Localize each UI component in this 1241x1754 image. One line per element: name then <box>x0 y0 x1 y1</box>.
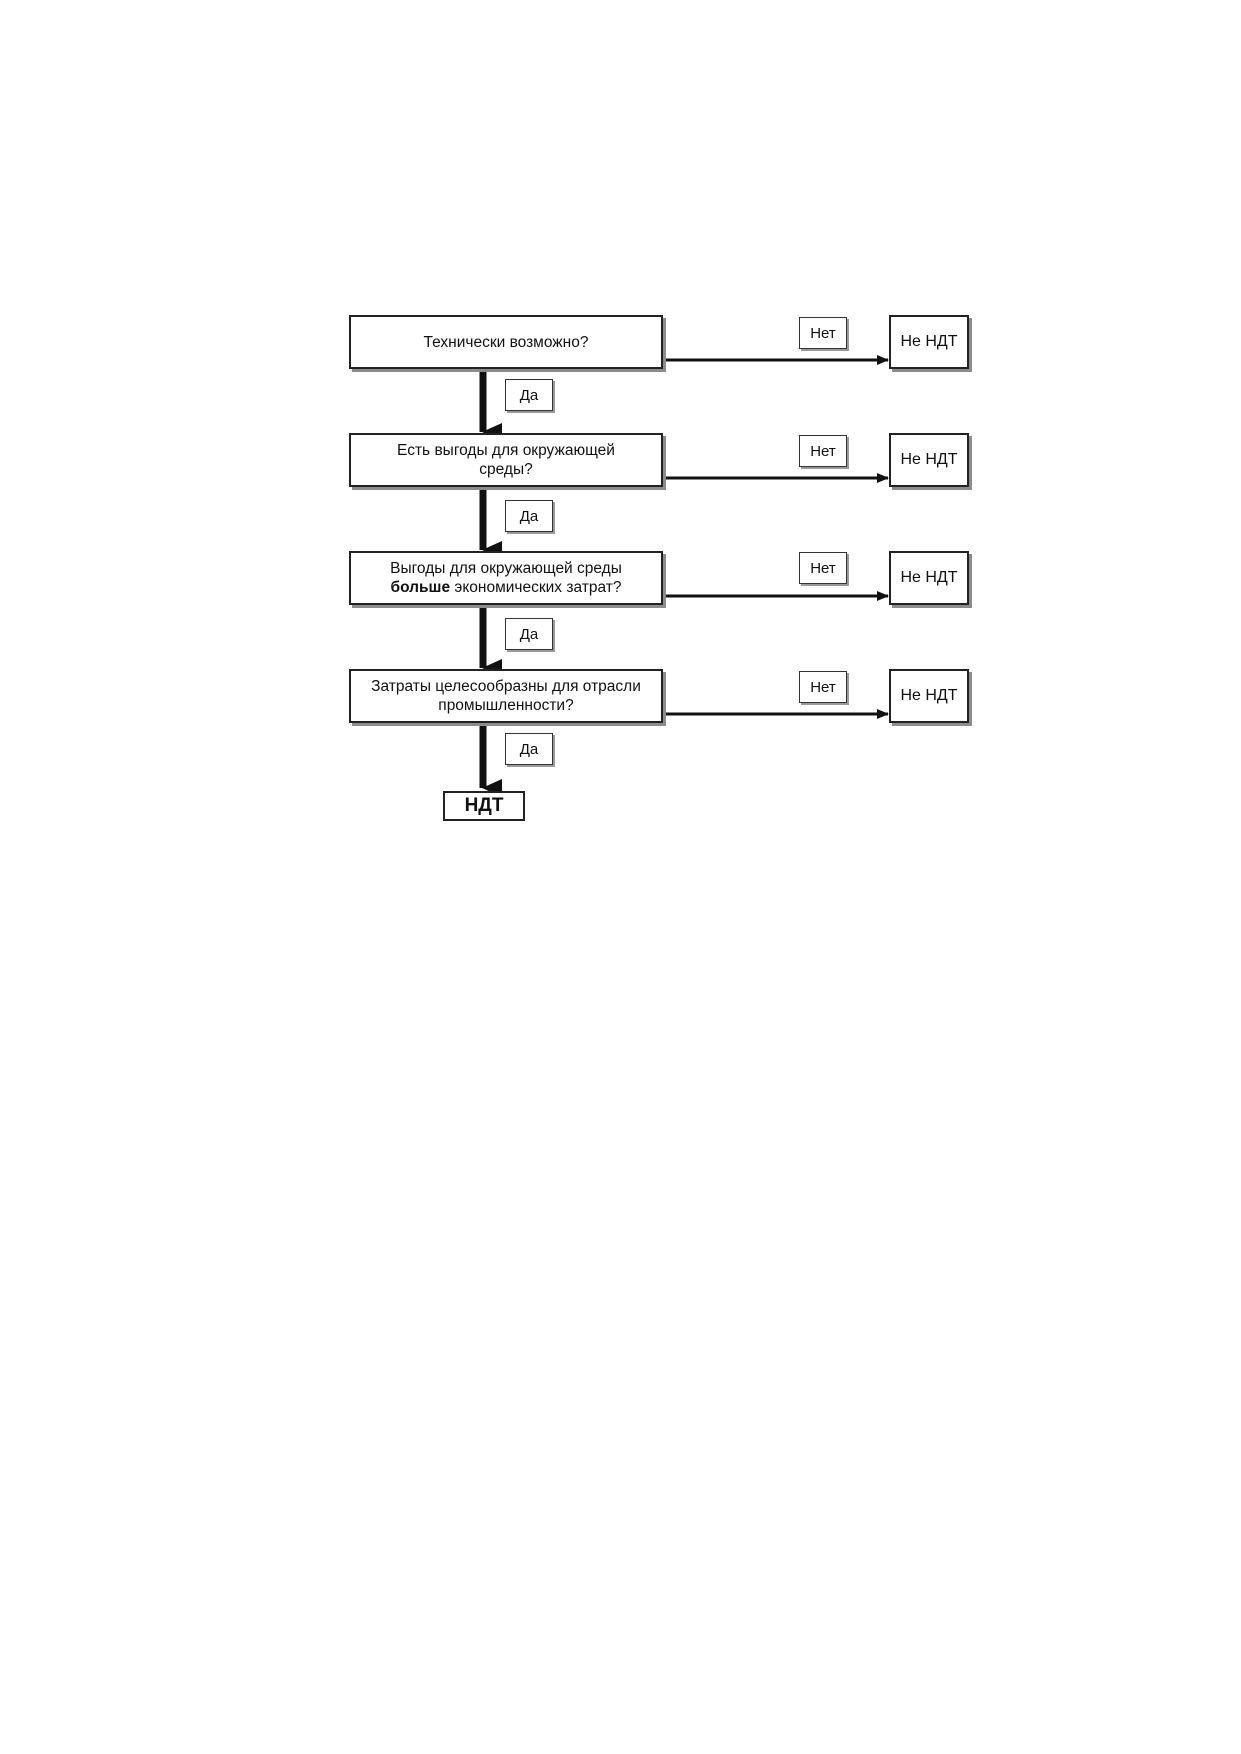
not-bat-box-3: Не НДТ <box>889 551 969 605</box>
question-box-1: Технически возможно? <box>349 315 663 369</box>
yes-label-1: Да <box>505 379 553 411</box>
yes-label-4: Да <box>505 733 553 765</box>
no-label-3: Нет <box>799 552 847 584</box>
question-3-bold: больше <box>390 579 451 596</box>
no-label-2: Нет <box>799 435 847 467</box>
bat-result-box: НДТ <box>443 791 525 821</box>
not-bat-box-1: Не НДТ <box>889 315 969 369</box>
question-box-2: Есть выгоды для окружающей среды? <box>349 433 663 487</box>
question-text-1: Технически возможно? <box>424 333 589 352</box>
no-label-4: Нет <box>799 671 847 703</box>
not-bat-box-2: Не НДТ <box>889 433 969 487</box>
no-label-1: Нет <box>799 317 847 349</box>
yes-label-2: Да <box>505 500 553 532</box>
question-2-line2: среды? <box>479 461 533 478</box>
question-1-line1: Технически возможно? <box>423 333 589 351</box>
question-text-3: Выгоды для окружающей среды больше эконо… <box>390 559 622 597</box>
not-bat-box-4: Не НДТ <box>889 669 969 723</box>
question-box-3: Выгоды для окружающей среды больше эконо… <box>349 551 663 605</box>
question-4-line2: промышленности? <box>438 697 574 714</box>
question-text-2: Есть выгоды для окружающей среды? <box>397 441 615 479</box>
question-3-line1: Выгоды для окружающей среды <box>390 560 622 577</box>
question-text-4: Затраты целесообразны для отрасли промыш… <box>371 677 641 715</box>
question-2-line1: Есть выгоды для окружающей <box>397 442 615 459</box>
question-4-line1: Затраты целесообразны для отрасли <box>371 678 641 695</box>
yes-label-3: Да <box>505 618 553 650</box>
question-3-line2: экономических затрат? <box>450 579 622 596</box>
question-box-4: Затраты целесообразны для отрасли промыш… <box>349 669 663 723</box>
